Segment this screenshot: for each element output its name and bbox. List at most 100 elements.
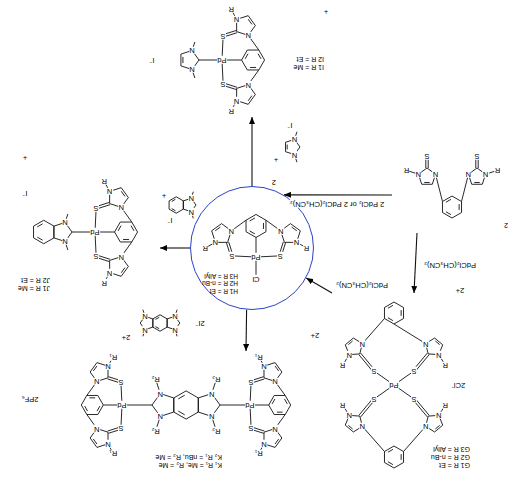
compound-label: 2 [504, 221, 508, 229]
atom-label: R₁ [109, 353, 118, 361]
bond-line [285, 405, 291, 415]
compound-label: G1 R = Et [431, 461, 470, 469]
compound-label: G2 R = n-Bu [431, 453, 470, 461]
atom-label: Cl [252, 275, 260, 283]
bond-line [446, 212, 451, 215]
bond-line [384, 302, 394, 308]
bond-line [384, 446, 394, 452]
bond-line [81, 395, 87, 405]
compound-label: I1 R = Me [293, 63, 324, 71]
atom-label: Pd [251, 253, 261, 261]
bond-line [287, 145, 288, 150]
bond-line [256, 214, 266, 220]
bond-line [274, 395, 285, 396]
bond-line [248, 96, 252, 101]
bond-line [269, 405, 275, 415]
bond-line [160, 327, 167, 331]
bond-line [174, 391, 186, 398]
atom-label: R [303, 244, 309, 252]
bond-line [247, 50, 259, 51]
bond-line [277, 412, 283, 413]
bond-line [120, 222, 132, 223]
atom-label: S [220, 32, 226, 40]
bond-line [37, 237, 42, 240]
bond-line [121, 267, 128, 277]
bond-line [269, 395, 275, 405]
bond-line [178, 395, 184, 399]
atom-label: S [411, 367, 417, 375]
bond-line [345, 425, 353, 432]
atom-label: N [228, 227, 234, 235]
bond-line [362, 319, 384, 344]
bond-line [178, 411, 184, 415]
compound-label: H3 R = Allyl [202, 272, 238, 280]
compound-label: G3 R = Allyl [431, 445, 470, 453]
atom-label: S [474, 152, 480, 160]
atom-label: N [142, 326, 148, 334]
atom-label: N [422, 340, 428, 348]
bond-line [121, 188, 128, 198]
bond-line [436, 174, 443, 201]
bond-line [87, 414, 98, 415]
bond-line [284, 399, 287, 404]
bond-line [403, 452, 404, 463]
atom-label: R [494, 167, 500, 175]
bond-line [121, 191, 125, 196]
bond-line [167, 319, 168, 327]
bond-line [424, 182, 430, 183]
atom-label: 2+ [455, 286, 465, 294]
atom-label: N [106, 188, 112, 196]
bond-line [474, 182, 480, 183]
atom-label: 2I⁻ [195, 319, 205, 327]
atom-label: N [118, 253, 124, 261]
bond-line [250, 231, 255, 234]
atom-label: Pd [217, 56, 227, 64]
bond-line [388, 305, 393, 308]
bond-line [394, 302, 404, 308]
atom-label: R [101, 178, 107, 186]
bond-line [44, 220, 54, 226]
reaction-arrow [414, 233, 417, 293]
bond-line [415, 398, 429, 415]
bond-line [183, 201, 184, 209]
complex-J: J1 R = MeJ2 R = Et [14, 167, 160, 295]
bond-line [152, 319, 153, 327]
compound-label: J2 R = Et [18, 276, 50, 284]
bond-line [462, 174, 469, 201]
bond-line [90, 438, 97, 447]
atom-label: N [415, 170, 421, 178]
bond-line [246, 214, 256, 220]
atom-label: Pd [117, 401, 127, 409]
bond-line [259, 60, 265, 70]
atom-label: Pd [245, 401, 255, 409]
atom-label: S [248, 424, 254, 432]
bond-line [388, 318, 393, 321]
compound-label: K₁ R₁ = Me, R₂ = Me [155, 461, 222, 469]
atom-label: N [94, 378, 100, 386]
bond-line [90, 363, 97, 372]
bond-line [212, 224, 222, 231]
atom-label: + [161, 191, 166, 199]
bond-line [186, 412, 198, 419]
bond-line [176, 209, 183, 213]
bond-line [394, 463, 404, 469]
bond-line [435, 341, 439, 345]
bond-line [131, 226, 134, 231]
bond-line [198, 398, 199, 412]
atom-label: R₂ [151, 376, 160, 384]
complex-K: K₁ R₁ = Me, R₂ = MeK₂ R₁ = nBu, R₂ = Me [12, 351, 322, 473]
bond-line [242, 50, 248, 60]
bond-line [394, 324, 426, 344]
atom-label: N [118, 204, 124, 212]
bond-line [87, 395, 98, 396]
atom-label: R₂ [212, 376, 221, 384]
atom-label: R₁ [254, 353, 263, 361]
atom-label: N [106, 269, 112, 277]
bond-line [461, 202, 462, 213]
bond-line [183, 201, 184, 209]
bond-line [53, 226, 54, 238]
bond-line [275, 438, 282, 447]
bond-line [348, 341, 352, 345]
bond-line [98, 395, 104, 405]
